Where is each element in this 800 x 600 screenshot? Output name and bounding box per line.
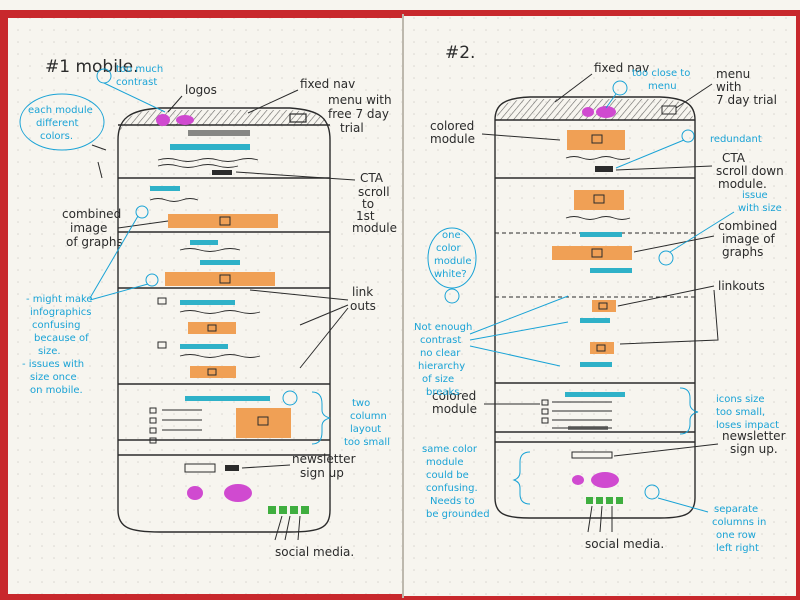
note-two-column-2: column	[350, 411, 387, 422]
note-infographics-5: size.	[38, 346, 61, 357]
r-note-too-close-2: menu	[648, 81, 677, 92]
r-label-colored-top-1: colored	[430, 119, 474, 133]
note-bubble	[19, 93, 105, 151]
r-note-same-color-2: module	[426, 457, 463, 468]
label-logos: logos	[185, 83, 217, 97]
label-cta-5: module	[352, 221, 397, 235]
r-note-icons-size-2: too small,	[716, 407, 765, 418]
r-note-not-enough-2: contrast	[420, 335, 461, 346]
left-social-icons	[268, 506, 309, 514]
left-two-col-image	[236, 408, 291, 438]
right-title: #2.	[445, 43, 475, 63]
note-module-colors-1: each module	[28, 105, 93, 116]
label-link-outs-1: link	[352, 285, 373, 299]
r-label-combined-1: combined	[718, 219, 777, 233]
note-module-colors-2: different	[36, 118, 79, 129]
right-nav-hatch	[497, 99, 693, 120]
r-label-menu-1: menu	[716, 67, 750, 81]
note-infographics-4: because of	[34, 333, 89, 344]
left-logo-1	[156, 114, 170, 126]
label-link-outs-2: outs	[350, 299, 376, 313]
note-two-column-3: layout	[350, 424, 381, 435]
r-label-cta-3: module.	[718, 177, 767, 191]
r-label-colored-mid-2: module	[432, 402, 477, 416]
r-note-same-color-6: be grounded	[426, 509, 490, 520]
r-label-cta-2: scroll down	[716, 164, 784, 178]
left-menu-button	[289, 113, 307, 123]
r-note-same-color-3: could be	[426, 470, 469, 481]
label-cta-2: scroll	[358, 185, 390, 199]
note-infographics-7: size once	[30, 372, 77, 383]
label-combined-1: combined	[62, 207, 121, 221]
r-note-not-enough-4: hierarchy	[418, 361, 465, 372]
r-label-combined-2: image of	[722, 232, 776, 246]
r-note-not-enough-3: no clear	[420, 348, 461, 359]
r-note-issue-2: with size	[738, 203, 782, 214]
note-infographics-6: - issues with	[22, 359, 84, 370]
label-newsletter-1: newsletter	[292, 452, 356, 466]
label-cta-1: CTA	[360, 171, 384, 185]
left-logo-2	[176, 115, 194, 125]
note-infographics-1: - might make	[26, 294, 93, 305]
r-label-link-outs: linkouts	[718, 279, 765, 293]
r-note-separate-4: left right	[716, 543, 759, 554]
r-note-separate-2: columns in	[712, 517, 766, 528]
r-note-bubble	[427, 227, 477, 289]
r-note-icons-size-3: loses impact	[716, 420, 779, 431]
note-infographics-2: infographics	[30, 307, 92, 318]
left-title: #1 mobile.	[45, 57, 139, 77]
label-fixed-nav-4: trial	[340, 121, 364, 135]
r-note-same-color-5: Needs to	[430, 496, 475, 507]
r-label-newsletter-2: sign up.	[730, 442, 778, 456]
r-note-separate-3: one row	[716, 530, 756, 541]
r-note-one-color-3: module	[434, 256, 471, 267]
r-label-combined-3: graphs	[722, 245, 763, 259]
r-note-not-enough-6: breaks	[426, 387, 460, 398]
r-note-separate-1: separate	[714, 504, 758, 515]
r-note-too-close-1: too close to	[632, 68, 690, 79]
r-label-menu-2: with	[716, 80, 741, 94]
label-fixed-nav-1: fixed nav	[300, 77, 355, 91]
note-too-much-contrast-2: contrast	[116, 77, 157, 88]
r-label-cta-1: CTA	[722, 151, 746, 165]
r-note-one-color-2: color	[436, 243, 462, 254]
left-orange-bar-1	[168, 214, 278, 228]
r-note-redundant: redundant	[710, 134, 762, 145]
label-combined-3: of graphs	[66, 235, 123, 249]
r-label-fixed-nav: fixed nav	[594, 61, 649, 75]
note-module-colors-3: colors.	[40, 131, 73, 142]
right-social-icons	[586, 497, 623, 504]
r-note-issue-1: issue	[742, 190, 768, 201]
note-infographics-8: on mobile.	[30, 385, 83, 396]
r-note-same-color-1: same color	[422, 444, 478, 455]
label-fixed-nav-2: menu with	[328, 93, 392, 107]
r-note-icons-size-1: icons size	[716, 394, 765, 405]
r-label-social: social media.	[585, 537, 664, 551]
note-two-column-4: too small	[344, 437, 390, 448]
note-too-much-contrast-1: too much	[116, 64, 163, 75]
r-label-colored-mid-1: colored	[432, 389, 476, 403]
r-label-menu-3: 7 day trial	[716, 93, 777, 107]
r-label-colored-top-2: module	[430, 132, 475, 146]
r-note-not-enough-5: of size	[422, 374, 454, 385]
label-cta-3: to	[362, 197, 374, 211]
r-note-one-color-4: white?	[434, 269, 467, 280]
left-hero-bar	[170, 144, 250, 150]
note-infographics-3: confusing	[32, 320, 81, 331]
left-cta-button	[212, 170, 232, 175]
label-cta-4: 1st	[356, 209, 375, 223]
label-social: social media.	[275, 545, 354, 559]
label-combined-2: image	[70, 221, 107, 235]
label-fixed-nav-3: free 7 day	[328, 107, 389, 121]
left-nav-hatch	[120, 110, 328, 136]
r-label-newsletter-1: newsletter	[722, 429, 786, 443]
r-note-not-enough-1: Not enough	[414, 322, 472, 333]
label-newsletter-2: sign up	[300, 466, 344, 480]
r-note-same-color-4: confusing.	[426, 483, 478, 494]
note-two-column-1: two	[352, 398, 370, 409]
r-note-one-color-1: one	[442, 230, 461, 241]
